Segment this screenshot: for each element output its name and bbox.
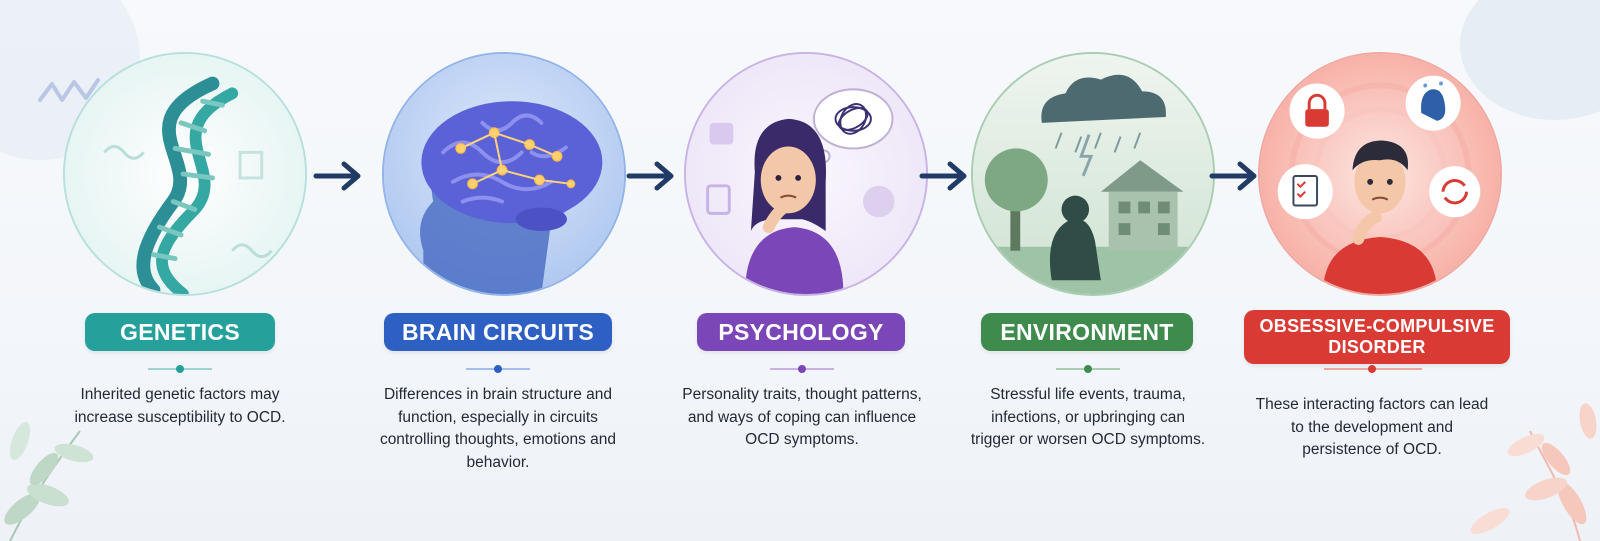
thinking-person-icon (686, 54, 926, 294)
step-ocd: OBSESSIVE-COMPULSIVE DISORDER These inte… (1226, 0, 1526, 541)
step-title-environment: ENVIRONMENT (981, 313, 1193, 351)
step-title-brain-circuits: BRAIN CIRCUITS (384, 313, 612, 351)
cycle-icon (1429, 166, 1481, 218)
psychology-illustration (684, 52, 928, 296)
divider (1056, 365, 1120, 373)
step-description-environment: Stressful life events, trauma, infection… (970, 386, 1206, 448)
divider (1324, 365, 1422, 373)
genetics-illustration (63, 52, 307, 296)
ocd-illustration (1258, 52, 1502, 296)
divider-dot (494, 365, 502, 373)
arrow-right-icon (1209, 161, 1257, 191)
step-psychology: PSYCHOLOGY Personality traits, thought p… (652, 0, 952, 541)
arrow-right-icon (313, 161, 361, 191)
step-title-psychology: PSYCHOLOGY (697, 313, 905, 351)
step-environment: ENVIRONMENT Stressful life events, traum… (938, 0, 1238, 541)
ocd-scene (1260, 54, 1500, 294)
storm-cloud-icon (973, 54, 1213, 294)
divider-dot (1368, 365, 1376, 373)
step-description-genetics: Inherited genetic factors may increase s… (74, 386, 286, 426)
step-description-ocd: These interacting factors can lead to th… (1255, 396, 1489, 458)
arrow-right-icon (919, 161, 967, 191)
divider-dot (798, 365, 806, 373)
step-title-genetics: GENETICS (85, 313, 275, 351)
handwashing-icon (1405, 75, 1461, 131)
divider (770, 365, 834, 373)
step-genetics: GENETICS Inherited genetic factors may i… (30, 0, 330, 541)
divider-dot (1084, 365, 1092, 373)
step-description-brain-circuits: Differences in brain structure and funct… (379, 386, 617, 471)
divider-dot (176, 365, 184, 373)
divider (466, 365, 530, 373)
checklist-icon (1277, 164, 1333, 220)
step-title-ocd: OBSESSIVE-COMPULSIVE DISORDER (1244, 310, 1510, 364)
brain-illustration (382, 52, 626, 296)
environment-illustration (971, 52, 1215, 296)
step-brain-circuits: BRAIN CIRCUITS Differences in brain stru… (347, 0, 647, 541)
arrow-right-icon (626, 161, 674, 191)
divider (148, 365, 212, 373)
dna-icon (65, 54, 305, 294)
step-description-psychology: Personality traits, thought patterns, an… (682, 386, 922, 448)
brain-icon (384, 54, 624, 294)
lock-icon (1289, 83, 1345, 139)
